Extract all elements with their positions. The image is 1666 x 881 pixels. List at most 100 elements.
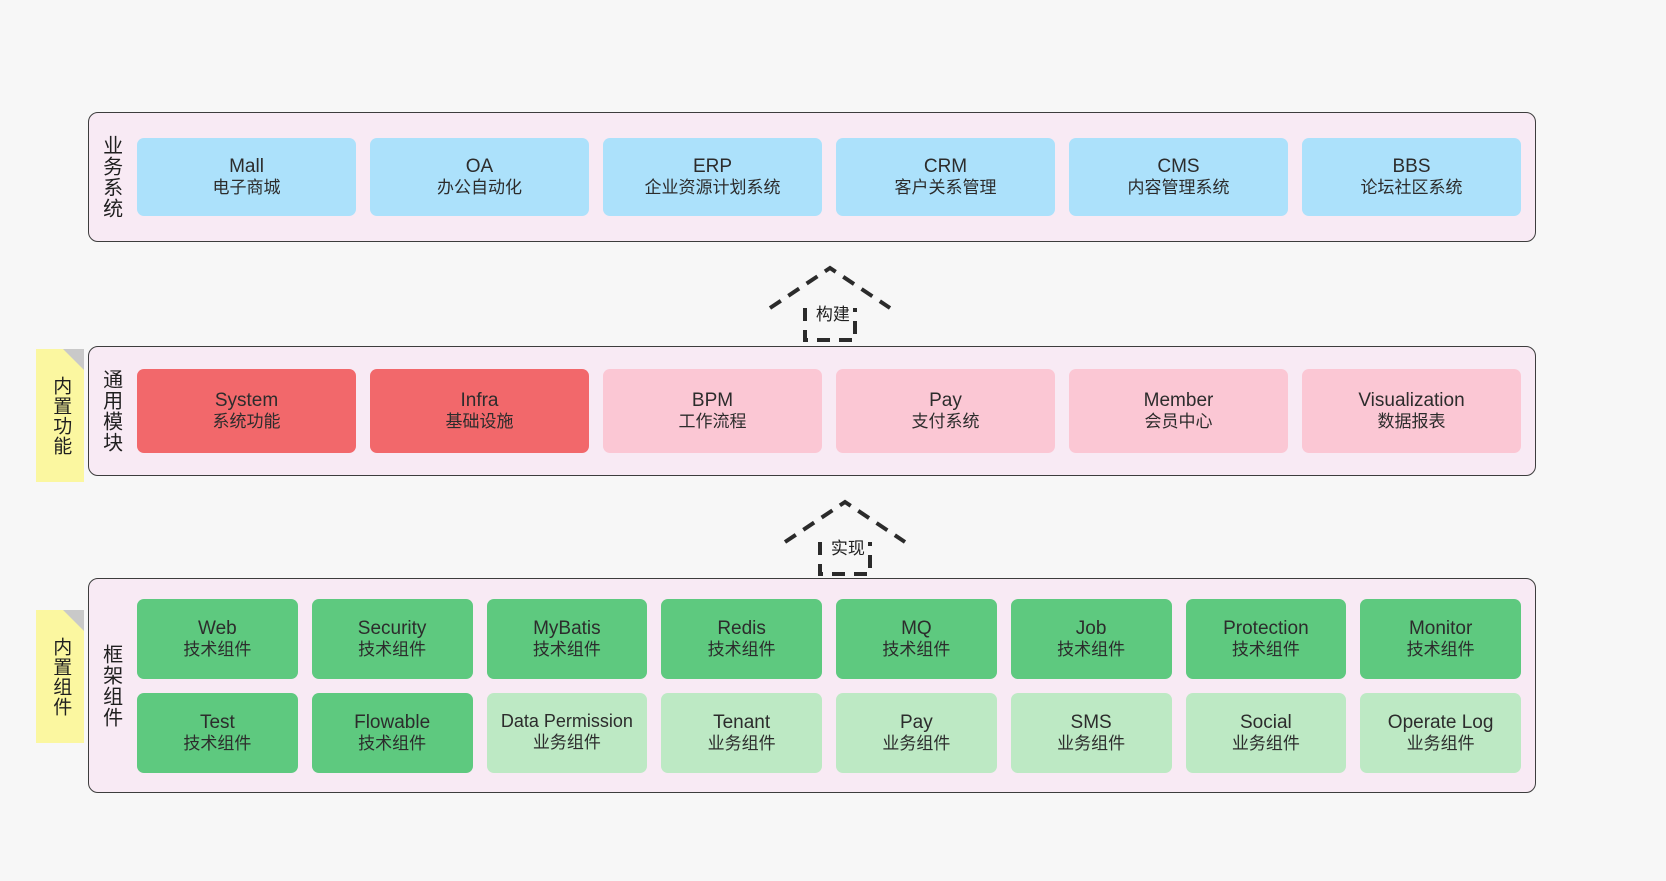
sticky-note-label: 内置组件 (50, 636, 72, 717)
node-title: Flowable (354, 711, 431, 733)
sticky-note-builtin-features: 内置功能 (36, 349, 84, 482)
framework-row-2: Test 技术组件 Flowable 技术组件 Data Permission … (137, 692, 1521, 773)
node-title: BBS (1392, 156, 1431, 178)
node-mall[interactable]: Mall 电子商城 (137, 138, 356, 216)
node-monitor[interactable]: Monitor 技术组件 (1360, 598, 1521, 679)
node-subtitle: 基础设施 (445, 412, 514, 432)
node-subtitle: 电子商城 (212, 178, 281, 198)
node-subtitle: 支付系统 (911, 412, 980, 432)
node-operate-log[interactable]: Operate Log 业务组件 (1360, 692, 1521, 773)
node-title: Security (357, 617, 427, 639)
node-title: Mall (229, 156, 264, 178)
framework-row-1: Web 技术组件 Security 技术组件 MyBatis 技术组件 Redi… (137, 598, 1521, 679)
node-mq[interactable]: MQ 技术组件 (836, 598, 997, 679)
sticky-fold-corner-icon (63, 610, 84, 631)
node-subtitle: 业务组件 (1057, 733, 1126, 753)
node-subtitle: 技术组件 (882, 639, 951, 659)
node-infra[interactable]: Infra 基础设施 (370, 369, 589, 453)
node-subtitle: 技术组件 (1231, 639, 1300, 659)
node-subtitle: 业务组件 (882, 733, 951, 753)
node-title: Visualization (1358, 390, 1465, 412)
sticky-note-builtin-components: 内置组件 (36, 610, 84, 743)
connector-build: 构建 (760, 262, 900, 342)
node-data-permission[interactable]: Data Permission 业务组件 (486, 692, 648, 773)
node-subtitle: 业务组件 (1231, 733, 1300, 753)
layer-common-modules: 通用模块 System 系统功能 Infra 基础设施 BPM 工作流程 Pay… (88, 346, 1536, 476)
node-mybatis[interactable]: MyBatis 技术组件 (486, 598, 648, 679)
node-oa[interactable]: OA 办公自动化 (370, 138, 589, 216)
node-title: Pay (929, 390, 962, 412)
node-title: Redis (717, 617, 766, 639)
node-subtitle: 技术组件 (1057, 639, 1126, 659)
node-pay-component[interactable]: Pay 业务组件 (836, 692, 997, 773)
module-node-list: System 系统功能 Infra 基础设施 BPM 工作流程 Pay 支付系统… (131, 347, 1535, 475)
node-redis[interactable]: Redis 技术组件 (661, 598, 822, 679)
connector-build-arrow (768, 265, 892, 342)
layer-common-modules-label: 通用模块 (99, 369, 122, 453)
node-pay-module[interactable]: Pay 支付系统 (836, 369, 1055, 453)
node-subtitle: 客户关系管理 (894, 178, 997, 198)
node-title: Protection (1223, 617, 1309, 639)
node-subtitle: 论坛社区系统 (1360, 178, 1463, 198)
layer-framework-components-label: 框架组件 (99, 643, 122, 728)
node-title: MyBatis (533, 617, 601, 639)
node-title: CRM (923, 156, 968, 178)
node-social[interactable]: Social 业务组件 (1185, 692, 1347, 773)
node-web[interactable]: Web 技术组件 (137, 598, 298, 679)
node-security[interactable]: Security 技术组件 (311, 598, 473, 679)
node-subtitle: 数据报表 (1377, 412, 1446, 432)
node-visualization[interactable]: Visualization 数据报表 (1302, 369, 1521, 453)
node-title: Operate Log (1387, 711, 1494, 733)
framework-node-grid: Web 技术组件 Security 技术组件 MyBatis 技术组件 Redi… (131, 579, 1535, 792)
node-subtitle: 技术组件 (358, 639, 427, 659)
node-protection[interactable]: Protection 技术组件 (1185, 598, 1347, 679)
node-system[interactable]: System 系统功能 (137, 369, 356, 453)
node-title: Job (1075, 617, 1107, 639)
node-title: CMS (1157, 156, 1200, 178)
node-title: OA (465, 156, 494, 178)
node-member[interactable]: Member 会员中心 (1069, 369, 1288, 453)
node-subtitle: 技术组件 (358, 733, 427, 753)
node-title: SMS (1070, 711, 1112, 733)
node-subtitle: 业务组件 (707, 733, 776, 753)
node-test[interactable]: Test 技术组件 (137, 692, 298, 773)
connector-implement: 实现 (775, 496, 915, 576)
node-bpm[interactable]: BPM 工作流程 (603, 369, 822, 453)
node-title: Infra (460, 390, 499, 412)
node-subtitle: 技术组件 (1406, 639, 1475, 659)
node-title: Monitor (1408, 617, 1473, 639)
node-title: Member (1143, 390, 1214, 412)
layer-business-systems: 业务系统 Mall 电子商城 OA 办公自动化 ERP 企业资源计划系统 CRM… (88, 112, 1536, 242)
node-cms[interactable]: CMS 内容管理系统 (1069, 138, 1288, 216)
node-subtitle: 系统功能 (212, 412, 281, 432)
node-title: Web (198, 617, 237, 639)
node-title: MQ (901, 617, 932, 639)
node-job[interactable]: Job 技术组件 (1010, 598, 1172, 679)
node-flowable[interactable]: Flowable 技术组件 (311, 692, 473, 773)
sticky-fold-corner-icon (63, 349, 84, 370)
node-title: Social (1240, 711, 1292, 733)
node-subtitle: 业务组件 (1406, 733, 1475, 753)
node-crm[interactable]: CRM 客户关系管理 (836, 138, 1055, 216)
node-erp[interactable]: ERP 企业资源计划系统 (603, 138, 822, 216)
node-title: Data Permission (500, 711, 633, 732)
node-subtitle: 业务组件 (532, 733, 601, 753)
layer-business-systems-label: 业务系统 (99, 135, 122, 219)
node-subtitle: 技术组件 (532, 639, 601, 659)
node-subtitle: 技术组件 (183, 639, 252, 659)
node-title: System (214, 390, 279, 412)
node-tenant[interactable]: Tenant 业务组件 (661, 692, 822, 773)
node-sms[interactable]: SMS 业务组件 (1010, 692, 1172, 773)
connector-build-label: 构建 (814, 300, 851, 325)
node-subtitle: 会员中心 (1144, 412, 1213, 432)
node-subtitle: 内容管理系统 (1127, 178, 1230, 198)
node-title: ERP (692, 156, 733, 178)
layer-framework-components: 框架组件 Web 技术组件 Security 技术组件 MyBatis 技术组件… (88, 578, 1536, 793)
node-title: Pay (900, 711, 933, 733)
node-bbs[interactable]: BBS 论坛社区系统 (1302, 138, 1521, 216)
connector-implement-arrow (783, 499, 907, 576)
sticky-note-label: 内置功能 (50, 375, 72, 456)
node-subtitle: 技术组件 (183, 733, 252, 753)
node-subtitle: 工作流程 (678, 412, 747, 432)
